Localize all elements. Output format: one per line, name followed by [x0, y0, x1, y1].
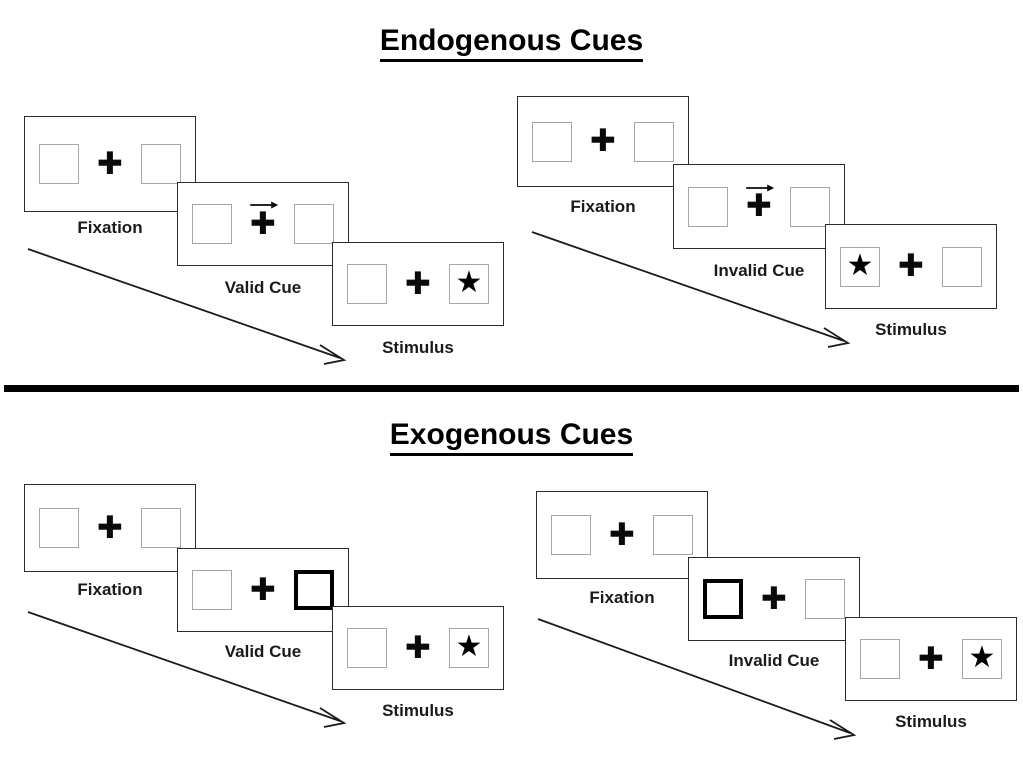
frame-content: ✚ — [39, 142, 181, 186]
box-content: ★ — [846, 248, 874, 282]
right-box[interactable] — [294, 204, 334, 244]
right-box[interactable] — [141, 144, 181, 184]
left-box[interactable] — [703, 579, 743, 619]
left-box[interactable]: ★ — [840, 246, 880, 287]
frame-exogenous-invalid-cue[interactable]: ✚ — [688, 557, 860, 641]
frame-exogenous-valid-fixation[interactable]: ✚ — [24, 484, 196, 572]
frame-content: ★ ✚ — [840, 245, 982, 289]
frame-endogenous-valid-fixation[interactable]: ✚ — [24, 116, 196, 212]
frame-label-exogenous-invalid-cue: Invalid Cue — [728, 651, 820, 670]
fixation-cross-wrap: ✚ — [590, 120, 616, 164]
fixation-cross-icon: ✚ — [250, 205, 276, 242]
frame-content: ✚ — [703, 577, 845, 621]
frame-exogenous-invalid-stimulus[interactable]: ✚ ★ — [845, 617, 1017, 701]
fixation-cross-icon: ✚ — [761, 580, 787, 617]
fixation-cross-icon: ✚ — [609, 516, 635, 553]
frame-content: ✚ ★ — [347, 626, 489, 670]
frame-content: ✚ ★ — [860, 637, 1002, 681]
fixation-cross-icon: ✚ — [918, 640, 944, 677]
left-box[interactable] — [192, 570, 232, 610]
frame-label-exogenous-valid-stimulus: Stimulus — [382, 701, 454, 720]
right-box[interactable] — [294, 570, 334, 610]
right-box[interactable] — [790, 186, 830, 227]
frame-content: ✚ ★ — [347, 262, 489, 306]
fixation-cross-wrap: ✚ — [97, 506, 123, 550]
frame-label-endogenous-invalid-fixation: Fixation — [570, 197, 636, 216]
frame-exogenous-valid-stimulus[interactable]: ✚ ★ — [332, 606, 504, 690]
fixation-cross-wrap: ✚ — [405, 262, 431, 306]
fixation-cross-wrap: ✚ — [609, 513, 635, 557]
section-title-endogenous-text: Endogenous Cues — [379, 24, 644, 62]
left-box[interactable] — [192, 204, 232, 244]
fixation-cross-icon: ✚ — [590, 123, 616, 159]
fixation-cross-wrap: ✚ — [250, 201, 279, 246]
box-content: ★ — [455, 630, 483, 663]
fixation-cross-icon: ✚ — [97, 509, 123, 546]
frame-content: ✚ — [551, 513, 693, 557]
right-box[interactable]: ★ — [449, 628, 489, 668]
frame-endogenous-valid-cue[interactable]: ✚ — [177, 182, 349, 266]
left-box[interactable] — [39, 144, 79, 184]
frame-label-endogenous-invalid-stimulus: Stimulus — [875, 320, 947, 339]
left-box[interactable] — [551, 515, 591, 555]
frame-label-endogenous-valid-fixation: Fixation — [77, 218, 143, 237]
fixation-cross-wrap: ✚ — [405, 626, 431, 670]
fixation-cross-wrap: ✚ — [746, 184, 775, 229]
frame-content: ✚ — [192, 201, 334, 246]
frame-label-exogenous-valid-cue: Valid Cue — [224, 642, 302, 661]
cue-arrow-right-icon — [746, 184, 775, 191]
left-box[interactable] — [39, 508, 79, 548]
fixation-cross-icon: ✚ — [97, 145, 123, 182]
cue-arrow-right-icon — [250, 201, 279, 209]
frame-exogenous-valid-cue[interactable]: ✚ — [177, 548, 349, 632]
box-content: ★ — [968, 641, 996, 674]
right-box[interactable]: ★ — [449, 264, 489, 304]
fixation-cross-icon: ✚ — [405, 265, 431, 302]
fixation-cross-icon: ✚ — [746, 188, 772, 224]
frame-exogenous-invalid-fixation[interactable]: ✚ — [536, 491, 708, 579]
left-box[interactable] — [532, 121, 572, 162]
frame-endogenous-invalid-stimulus[interactable]: ★ ✚ — [825, 224, 997, 309]
right-box[interactable] — [141, 508, 181, 548]
right-box[interactable] — [634, 121, 674, 162]
left-box[interactable] — [347, 628, 387, 668]
right-box[interactable] — [653, 515, 693, 555]
fixation-cross-icon: ✚ — [898, 248, 924, 284]
fixation-cross-wrap: ✚ — [918, 637, 944, 681]
left-box[interactable] — [860, 639, 900, 679]
frame-label-exogenous-invalid-fixation: Fixation — [589, 588, 655, 607]
right-box[interactable]: ★ — [962, 639, 1002, 679]
right-box[interactable] — [942, 246, 982, 287]
frame-content: ✚ — [39, 506, 181, 550]
frame-endogenous-invalid-cue[interactable]: ✚ — [673, 164, 845, 249]
section-title-exogenous: Exogenous Cues — [0, 418, 1023, 456]
frame-label-endogenous-valid-cue: Valid Cue — [224, 278, 302, 297]
fixation-cross-icon: ✚ — [250, 571, 276, 608]
fixation-cross-wrap: ✚ — [761, 577, 787, 621]
frame-content: ✚ — [192, 568, 334, 612]
fixation-cross-wrap: ✚ — [97, 142, 123, 186]
fixation-cross-wrap: ✚ — [898, 245, 924, 289]
frame-label-exogenous-invalid-stimulus: Stimulus — [895, 712, 967, 731]
frame-endogenous-invalid-fixation[interactable]: ✚ — [517, 96, 689, 187]
frame-endogenous-valid-stimulus[interactable]: ✚ ★ — [332, 242, 504, 326]
frame-label-exogenous-valid-fixation: Fixation — [77, 580, 143, 599]
fixation-cross-wrap: ✚ — [250, 568, 276, 612]
right-box[interactable] — [805, 579, 845, 619]
frame-label-endogenous-valid-stimulus: Stimulus — [382, 338, 454, 357]
left-box[interactable] — [688, 186, 728, 227]
left-box[interactable] — [347, 264, 387, 304]
frame-content: ✚ — [532, 120, 674, 164]
frame-label-endogenous-invalid-cue: Invalid Cue — [713, 261, 805, 280]
box-content: ★ — [455, 266, 483, 299]
section-divider — [4, 385, 1019, 392]
section-title-exogenous-text: Exogenous Cues — [389, 418, 634, 456]
fixation-cross-icon: ✚ — [405, 629, 431, 666]
section-title-endogenous: Endogenous Cues — [0, 24, 1023, 62]
frame-content: ✚ — [688, 184, 830, 229]
